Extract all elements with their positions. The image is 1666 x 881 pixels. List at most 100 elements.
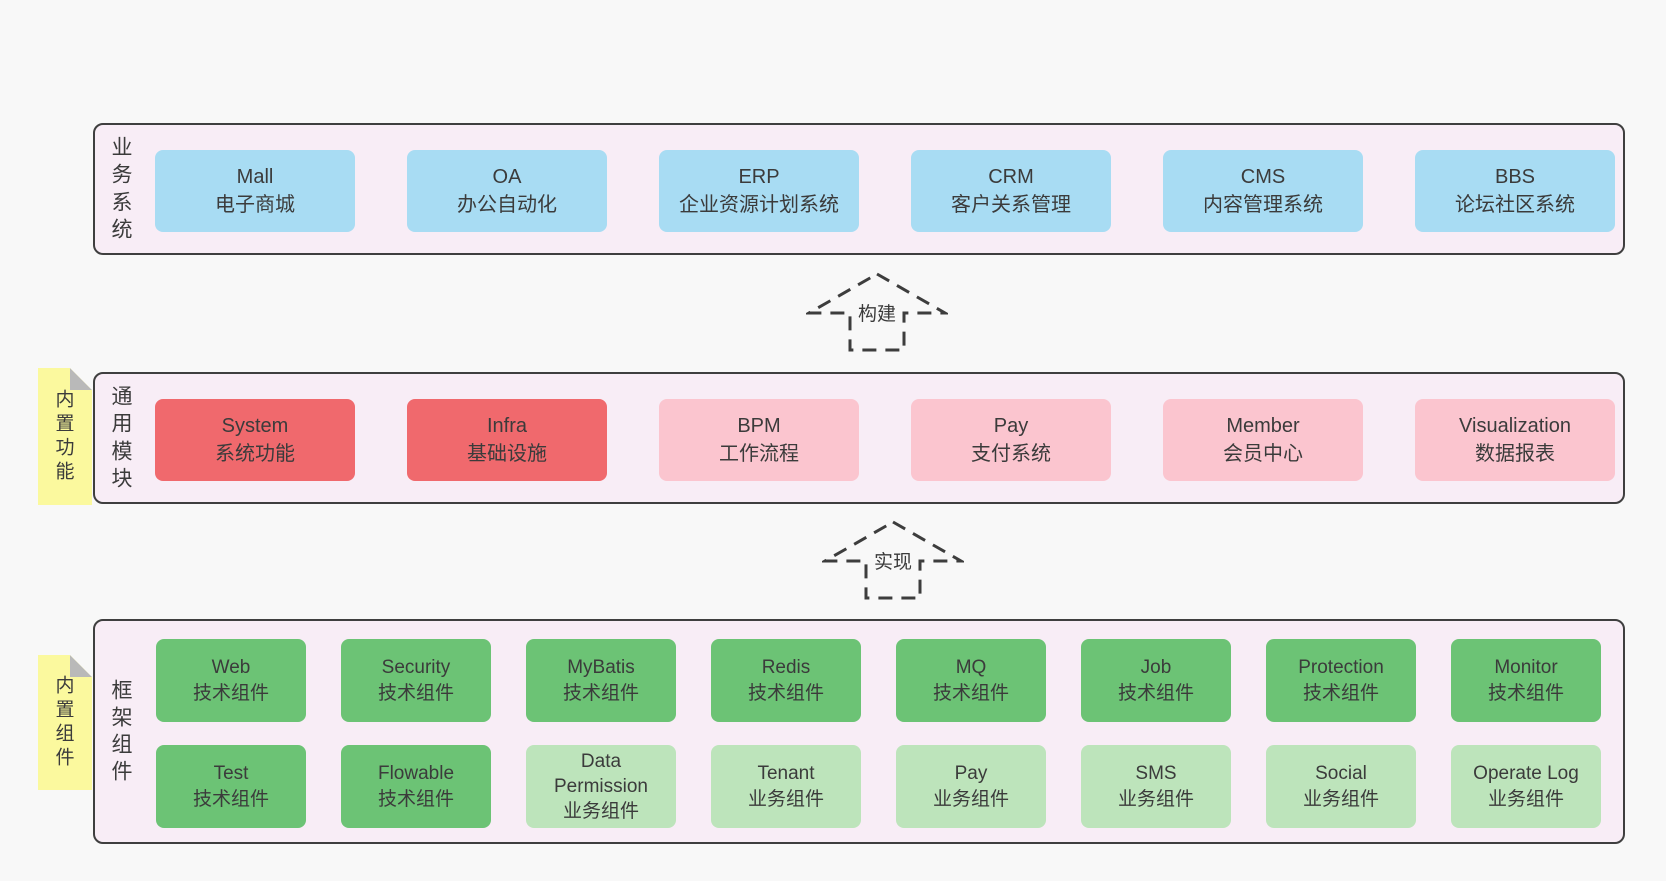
- box-redis: Redis 技术组件: [711, 639, 861, 722]
- box-web: Web 技术组件: [156, 639, 306, 722]
- box-test: Test 技术组件: [156, 745, 306, 828]
- box-subtitle: 业务组件: [932, 788, 1009, 810]
- box-title: Infra: [486, 415, 528, 437]
- box-title: Security: [381, 657, 451, 679]
- arrow-build-label: 构建: [854, 298, 900, 327]
- box-title: Job: [1140, 657, 1172, 679]
- box-subtitle: 客户关系管理: [951, 194, 1071, 216]
- box-title: Protection: [1298, 657, 1384, 679]
- box-mall: Mall 电子商城: [155, 150, 355, 232]
- modules-box-row: System 系统功能 Infra 基础设施 BPM 工作流程 Pay 支付系统…: [155, 399, 1615, 481]
- components-row-1: Web 技术组件 Security 技术组件 MyBatis 技术组件 Redi…: [156, 639, 1601, 722]
- box-subtitle: 技术组件: [377, 682, 454, 704]
- box-infra: Infra 基础设施: [407, 399, 607, 481]
- box-title: System: [221, 415, 289, 437]
- box-title: MQ: [955, 657, 987, 679]
- box-protection: Protection 技术组件: [1266, 639, 1416, 722]
- box-mybatis: MyBatis 技术组件: [526, 639, 676, 722]
- box-oa: OA 办公自动化: [407, 150, 607, 232]
- box-subtitle: 支付系统: [971, 443, 1051, 465]
- box-monitor: Monitor 技术组件: [1451, 639, 1601, 722]
- box-subtitle: 系统功能: [215, 443, 295, 465]
- box-subtitle: 会员中心: [1223, 443, 1303, 465]
- box-sms: SMS 业务组件: [1081, 745, 1231, 828]
- box-flowable: Flowable 技术组件: [341, 745, 491, 828]
- box-title: Operate Log: [1473, 763, 1579, 785]
- box-subtitle: 业务组件: [747, 788, 824, 810]
- sticky-note-built-in-features: 内置功能: [38, 368, 92, 505]
- box-social: Social 业务组件: [1266, 745, 1416, 828]
- box-cms: CMS 内容管理系统: [1163, 150, 1363, 232]
- box-security: Security 技术组件: [341, 639, 491, 722]
- box-title: ERP: [738, 166, 780, 188]
- box-title: Flowable: [377, 763, 455, 785]
- note-label: 内置功能: [55, 388, 75, 483]
- section-components-label: 框架组件: [111, 678, 133, 784]
- box-title: Pay: [954, 763, 988, 785]
- box-subtitle: 技术组件: [747, 682, 824, 704]
- box-title: Member: [1226, 415, 1300, 437]
- box-subtitle: 业务组件: [562, 801, 639, 823]
- box-title: MyBatis: [567, 657, 635, 679]
- box-subtitle: 技术组件: [562, 682, 639, 704]
- section-framework-components: 框架组件 Web 技术组件 Security 技术组件 MyBatis 技术组件…: [93, 619, 1625, 844]
- box-subtitle: 技术组件: [192, 788, 269, 810]
- box-subtitle: 技术组件: [192, 682, 269, 704]
- up-arrow-implement: 实现: [822, 519, 964, 601]
- section-common-modules: 通用模块 System 系统功能 Infra 基础设施 BPM 工作流程 Pay…: [93, 372, 1625, 504]
- box-title: CMS: [1240, 166, 1286, 188]
- box-title: CRM: [988, 166, 1034, 188]
- box-subtitle: 办公自动化: [457, 194, 557, 216]
- box-subtitle: 基础设施: [467, 443, 547, 465]
- box-title: Tenant: [757, 763, 815, 785]
- business-box-row: Mall 电子商城 OA 办公自动化 ERP 企业资源计划系统 CRM 客户关系…: [155, 150, 1615, 232]
- box-title: Pay: [993, 415, 1029, 437]
- box-subtitle: 数据报表: [1475, 443, 1555, 465]
- box-subtitle: 内容管理系统: [1203, 194, 1323, 216]
- box-subtitle: 技术组件: [1302, 682, 1379, 704]
- up-arrow-icon: [822, 520, 964, 600]
- box-pay-component: Pay 业务组件: [896, 745, 1046, 828]
- box-job: Job 技术组件: [1081, 639, 1231, 722]
- box-subtitle: 电子商城: [215, 194, 295, 216]
- box-subtitle: 论坛社区系统: [1455, 194, 1575, 216]
- box-system: System 系统功能: [155, 399, 355, 481]
- box-title: Visualization: [1459, 415, 1571, 437]
- section-business-label: 业务系统: [111, 136, 133, 242]
- box-bpm: BPM 工作流程: [659, 399, 859, 481]
- box-tenant: Tenant 业务组件: [711, 745, 861, 828]
- box-subtitle: 企业资源计划系统: [679, 194, 839, 216]
- box-erp: ERP 企业资源计划系统: [659, 150, 859, 232]
- box-bbs: BBS 论坛社区系统: [1415, 150, 1615, 232]
- box-crm: CRM 客户关系管理: [911, 150, 1111, 232]
- box-subtitle: 技术组件: [932, 682, 1009, 704]
- box-subtitle: 技术组件: [1487, 682, 1564, 704]
- box-title: BPM: [737, 415, 781, 437]
- note-label: 内置组件: [55, 674, 75, 769]
- box-data-permission: Data Permission 业务组件: [526, 745, 676, 828]
- box-member: Member 会员中心: [1163, 399, 1363, 481]
- box-title: Social: [1315, 763, 1367, 785]
- box-subtitle: 工作流程: [719, 443, 799, 465]
- box-title: BBS: [1494, 166, 1536, 188]
- box-visualization: Visualization 数据报表: [1415, 399, 1615, 481]
- box-title: Monitor: [1494, 657, 1558, 679]
- up-arrow-build: 构建: [806, 271, 948, 353]
- up-arrow-icon: [806, 272, 948, 352]
- box-subtitle: 业务组件: [1302, 788, 1379, 810]
- box-subtitle: 业务组件: [1487, 788, 1564, 810]
- box-subtitle: 技术组件: [1117, 682, 1194, 704]
- box-mq: MQ 技术组件: [896, 639, 1046, 722]
- box-title: Redis: [761, 657, 811, 679]
- section-modules-label: 通用模块: [111, 385, 133, 491]
- box-title: Data Permission: [554, 750, 648, 797]
- box-title: OA: [492, 166, 522, 188]
- arrow-implement-label: 实现: [870, 546, 916, 575]
- components-row-2: Test 技术组件 Flowable 技术组件 Data Permission …: [156, 745, 1601, 828]
- box-title: Mall: [236, 166, 274, 188]
- box-operate-log: Operate Log 业务组件: [1451, 745, 1601, 828]
- box-subtitle: 业务组件: [1117, 788, 1194, 810]
- box-title: SMS: [1135, 763, 1177, 785]
- box-pay-module: Pay 支付系统: [911, 399, 1111, 481]
